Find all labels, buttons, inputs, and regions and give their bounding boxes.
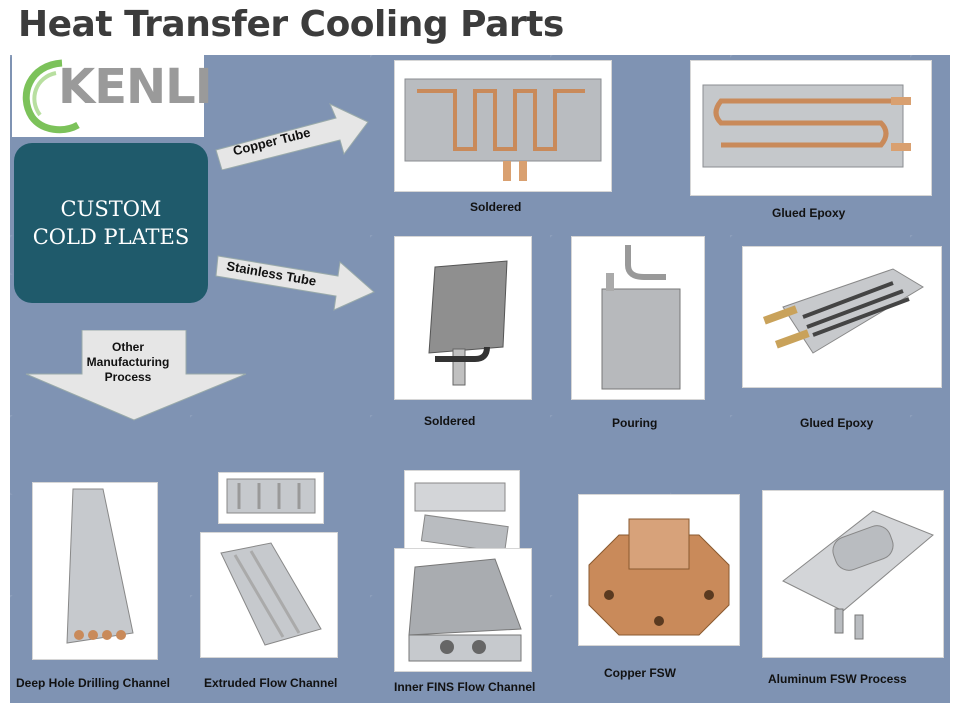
photo-copper-glued	[690, 60, 932, 196]
caption-copper-soldered: Soldered	[470, 200, 522, 214]
page-title: Heat Transfer Cooling Parts	[18, 4, 564, 45]
other-line3: Process	[104, 370, 152, 384]
photo-copper-soldered	[394, 60, 612, 192]
kenli-logo: KENLI	[12, 55, 213, 137]
caption-stainless-glued: Glued Epoxy	[800, 416, 874, 430]
caption-aluminum-fsw: Aluminum FSW Process	[768, 672, 907, 686]
photo-deep-hole	[32, 482, 158, 660]
caption-stainless-soldered: Soldered	[424, 414, 476, 428]
photo-inner-fins-top	[404, 470, 520, 550]
other-process-arrow	[25, 330, 247, 421]
logo-swirl-icon	[22, 59, 80, 134]
caption-copper-glued: Glued Epoxy	[772, 206, 846, 220]
caption-extruded: Extruded Flow Channel	[204, 676, 338, 690]
caption-stainless-pouring: Pouring	[612, 416, 658, 430]
photo-copper-fsw	[578, 494, 740, 646]
photo-stainless-soldered	[394, 236, 532, 400]
custom-line2: COLD PLATES	[32, 225, 190, 249]
photo-inner-fins-bottom	[394, 548, 532, 672]
caption-copper-fsw: Copper FSW	[604, 666, 676, 680]
caption-inner-fins: Inner FINS Flow Channel	[394, 680, 536, 694]
photo-stainless-glued	[742, 246, 942, 388]
other-line2: Manufacturing	[86, 355, 170, 369]
photo-stainless-pouring	[571, 236, 705, 400]
custom-line1: CUSTOM	[60, 197, 162, 221]
custom-cold-plates-box: CUSTOM COLD PLATES	[14, 143, 208, 303]
photo-extruded-bottom	[200, 532, 338, 658]
photo-extruded-top	[218, 472, 324, 524]
logo-text: KENLI	[58, 59, 213, 115]
other-process-label: Other Manufacturing Process	[78, 340, 178, 385]
stainless-tube-arrow	[215, 255, 375, 311]
photo-aluminum-fsw	[762, 490, 944, 658]
copper-tube-arrow	[215, 102, 369, 170]
caption-deep-hole: Deep Hole Drilling Channel	[16, 676, 171, 690]
other-line1: Other	[111, 340, 144, 354]
